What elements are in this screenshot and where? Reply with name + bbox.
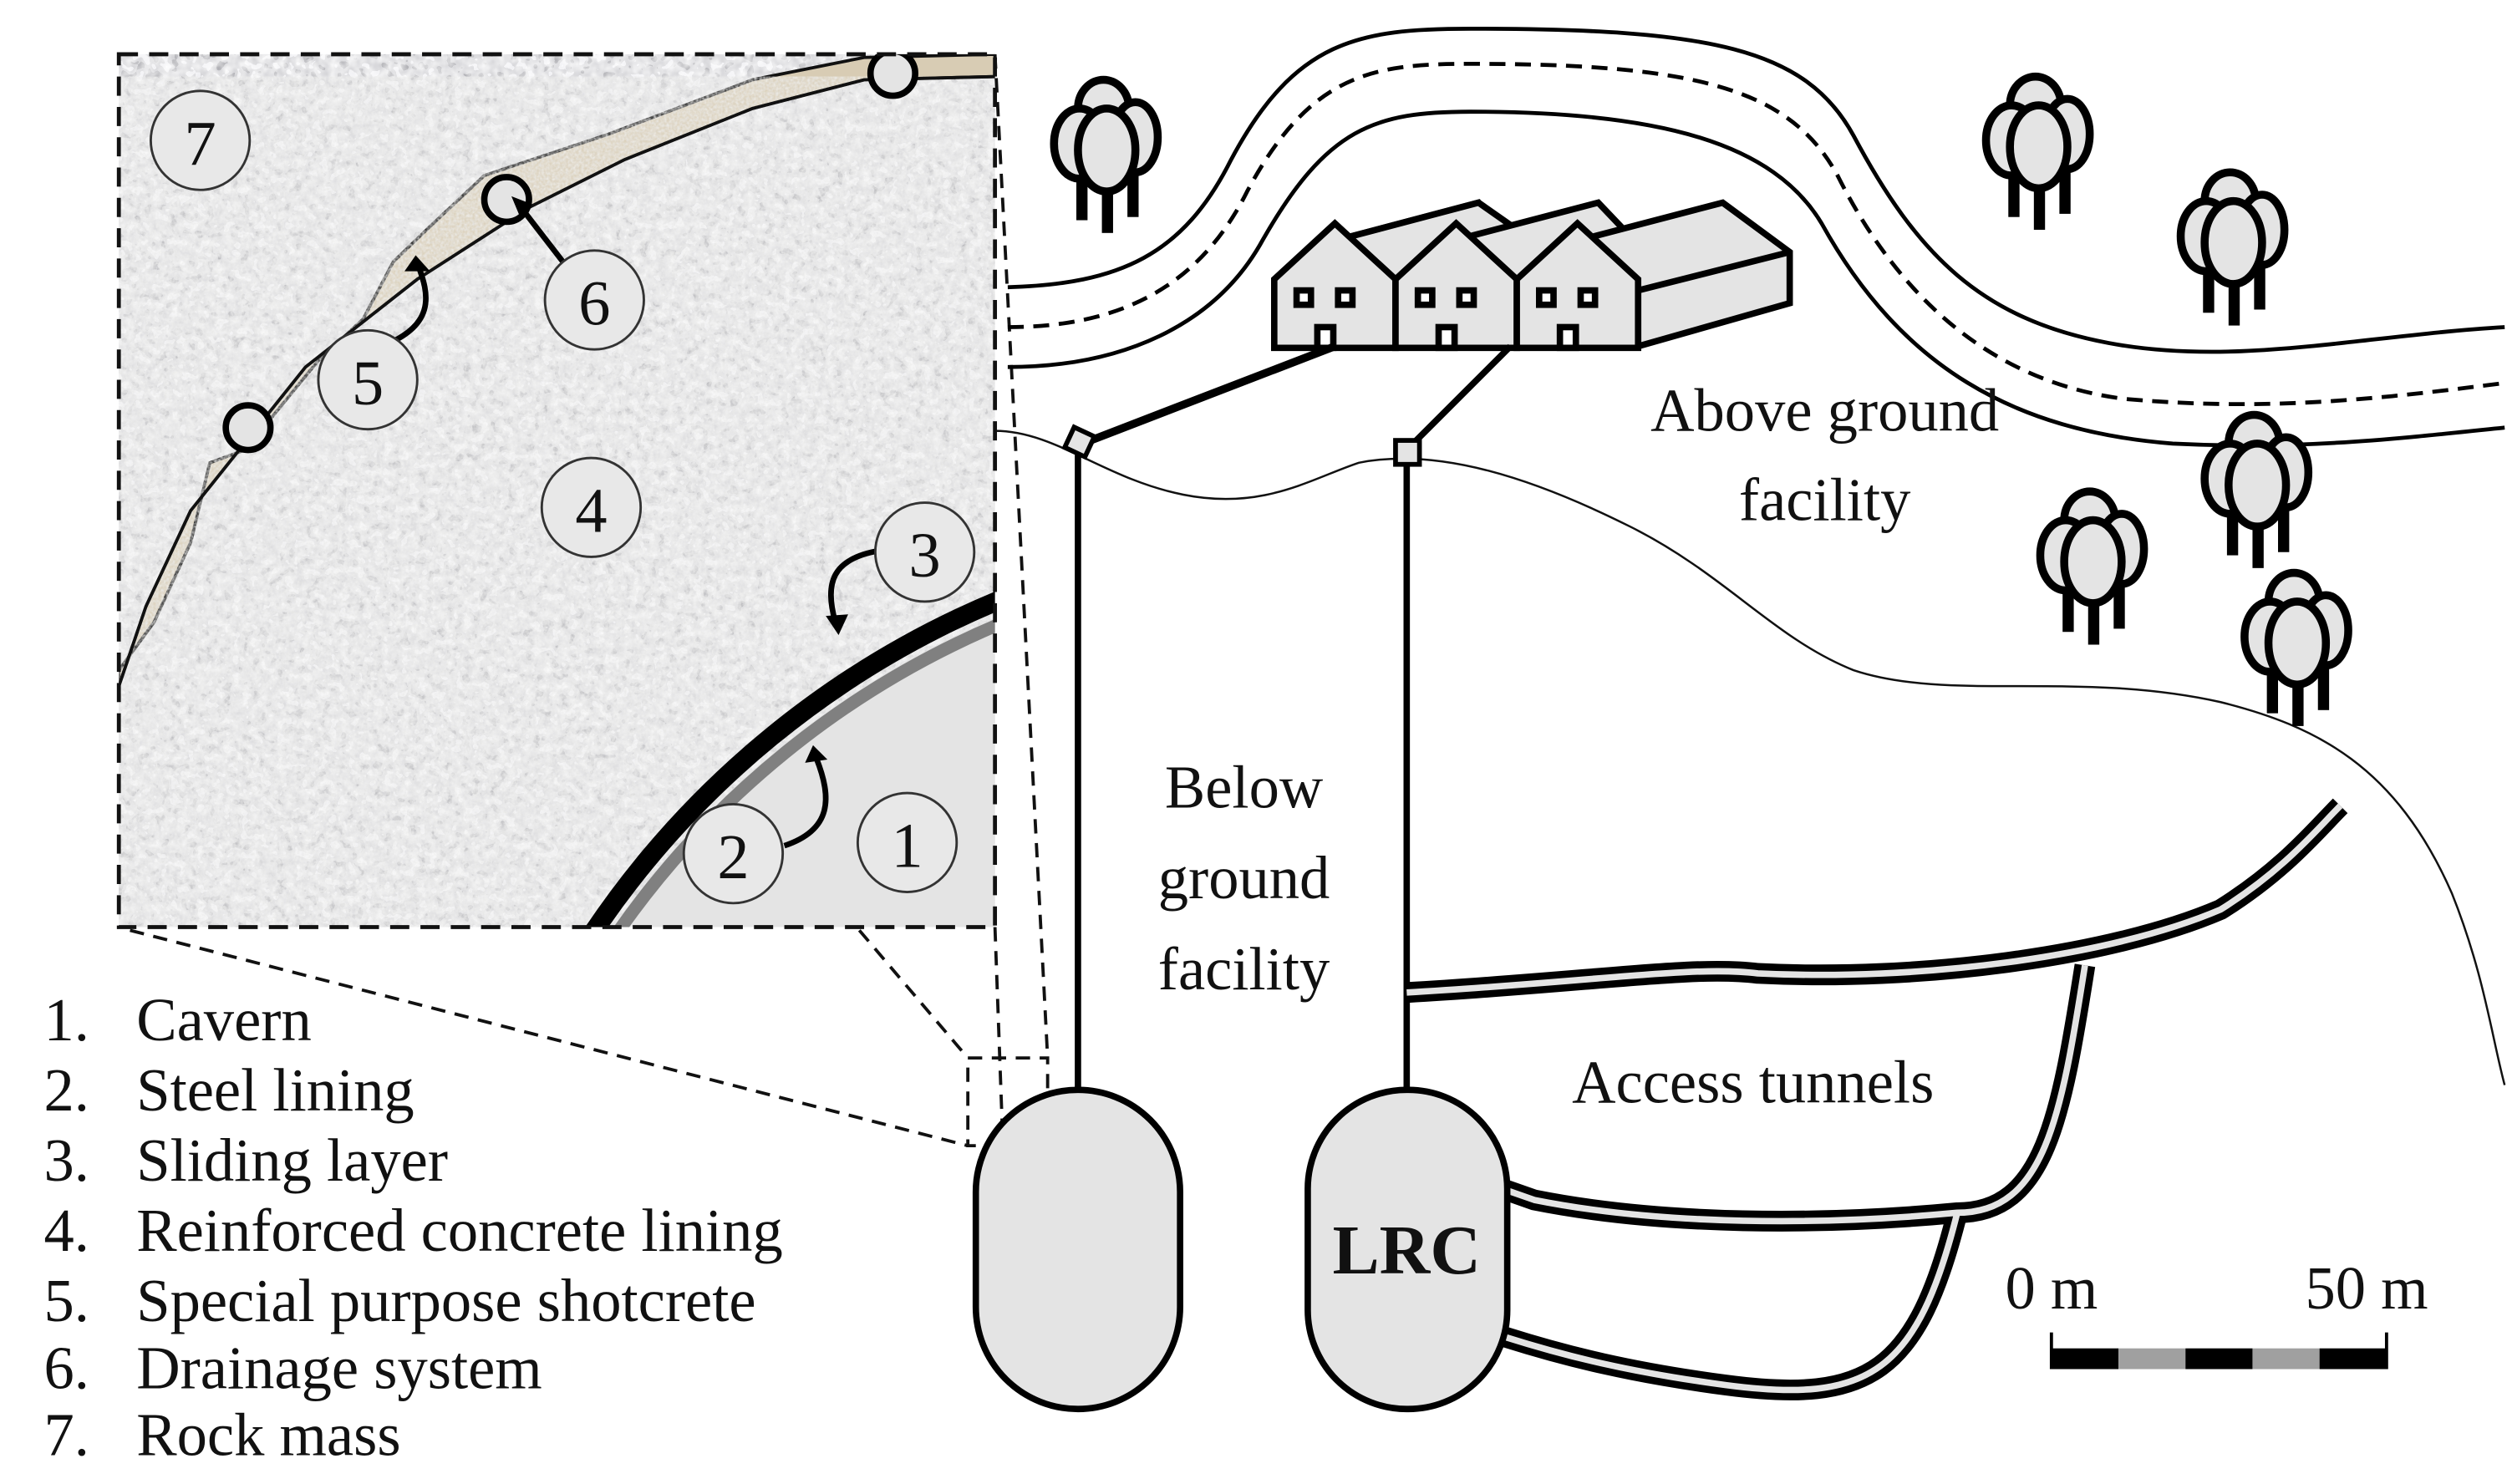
svg-text:5: 5 <box>352 348 384 419</box>
svg-text:7: 7 <box>185 108 216 179</box>
drainage-pipe <box>222 402 274 454</box>
svg-text:1: 1 <box>892 811 923 882</box>
svg-text:4: 4 <box>575 475 607 546</box>
inset-detail: 7 6 5 4 3 2 1 <box>119 53 995 928</box>
above-ground-label-line2: facility <box>1739 466 1910 534</box>
legend-item: 1. Cavern <box>43 986 311 1054</box>
arrow-2 <box>783 756 829 849</box>
legend-item: 5. Special purpose shotcrete <box>43 1267 755 1334</box>
marker-4: 4 <box>540 456 643 558</box>
legend: 1.Cavern 2.Steel lining 3.Sliding layer … <box>43 986 782 1469</box>
tree-icon <box>1054 79 1157 232</box>
drainage-pipe <box>867 53 918 99</box>
marker-5: 5 <box>317 328 419 431</box>
svg-text:6.: 6. <box>43 1334 89 1401</box>
tree-icon <box>1986 77 2090 230</box>
scale-end-label: 50 m <box>2305 1254 2428 1322</box>
svg-text:Steel lining: Steel lining <box>136 1056 414 1124</box>
scale-segment <box>2051 1348 2119 1370</box>
below-ground-label-line1: Below <box>1165 753 1324 821</box>
scale-start-label: 0 m <box>2005 1254 2098 1322</box>
svg-text:3: 3 <box>909 520 941 591</box>
legend-item: 6. Drainage system <box>43 1334 542 1401</box>
above-ground-label-line1: Above ground <box>1650 377 1999 445</box>
sliding-layer <box>613 618 995 928</box>
tree-icon <box>2204 415 2308 568</box>
svg-text:Cavern: Cavern <box>136 986 312 1054</box>
tree-icon <box>2181 172 2285 325</box>
marker-6: 6 <box>543 249 645 351</box>
cavern-left <box>972 1086 1183 1413</box>
svg-text:Drainage system: Drainage system <box>136 1334 542 1401</box>
svg-text:5.: 5. <box>43 1267 89 1334</box>
access-tunnels <box>1406 798 2348 1400</box>
arrow-6 <box>518 206 567 266</box>
marker-7: 7 <box>149 89 252 191</box>
above-ground-buildings <box>1274 199 1793 348</box>
svg-text:3.: 3. <box>43 1126 89 1194</box>
scale-segment <box>2118 1348 2186 1370</box>
scale-segment <box>2185 1348 2253 1370</box>
svg-text:Sliding layer: Sliding layer <box>136 1126 448 1194</box>
svg-text:Rock mass: Rock mass <box>136 1401 400 1469</box>
svg-text:Special purpose shotcrete: Special purpose shotcrete <box>136 1267 755 1334</box>
arrow-3 <box>827 547 881 623</box>
cavern-lrc <box>1304 1086 1511 1413</box>
svg-text:6: 6 <box>578 267 610 338</box>
scale-bar: 0 m 50 m <box>2005 1254 2428 1370</box>
steel-lining <box>585 591 995 928</box>
road <box>1007 26 2505 448</box>
legend-item: 2. Steel lining <box>43 1056 414 1124</box>
drainage-pipe <box>481 174 532 226</box>
access-tunnels-label: Access tunnels <box>1572 1049 1934 1116</box>
svg-text:Reinforced concrete lining: Reinforced concrete lining <box>136 1197 783 1264</box>
svg-text:1.: 1. <box>43 986 89 1054</box>
svg-text:7.: 7. <box>43 1401 89 1469</box>
legend-item: 7. Rock mass <box>43 1401 400 1469</box>
marker-3: 3 <box>873 501 976 603</box>
below-ground-label-line3: facility <box>1158 935 1330 1003</box>
lrc-label: LRC <box>1333 1212 1481 1289</box>
inset-frame <box>116 52 998 929</box>
legend-item: 3. Sliding layer <box>43 1126 448 1194</box>
marker-1: 1 <box>856 791 959 893</box>
svg-text:4.: 4. <box>43 1197 89 1264</box>
scale-segment <box>2252 1348 2320 1370</box>
svg-text:2: 2 <box>717 821 749 892</box>
marker-2: 2 <box>682 803 785 905</box>
below-ground-label-line2: ground <box>1158 844 1330 912</box>
tree-icon <box>2245 573 2348 726</box>
tree-icon <box>2040 491 2143 644</box>
ground-surface <box>994 429 2506 1085</box>
legend-item: 4. Reinforced concrete lining <box>43 1197 782 1264</box>
scale-segment <box>2319 1348 2387 1370</box>
svg-text:2.: 2. <box>43 1056 89 1124</box>
